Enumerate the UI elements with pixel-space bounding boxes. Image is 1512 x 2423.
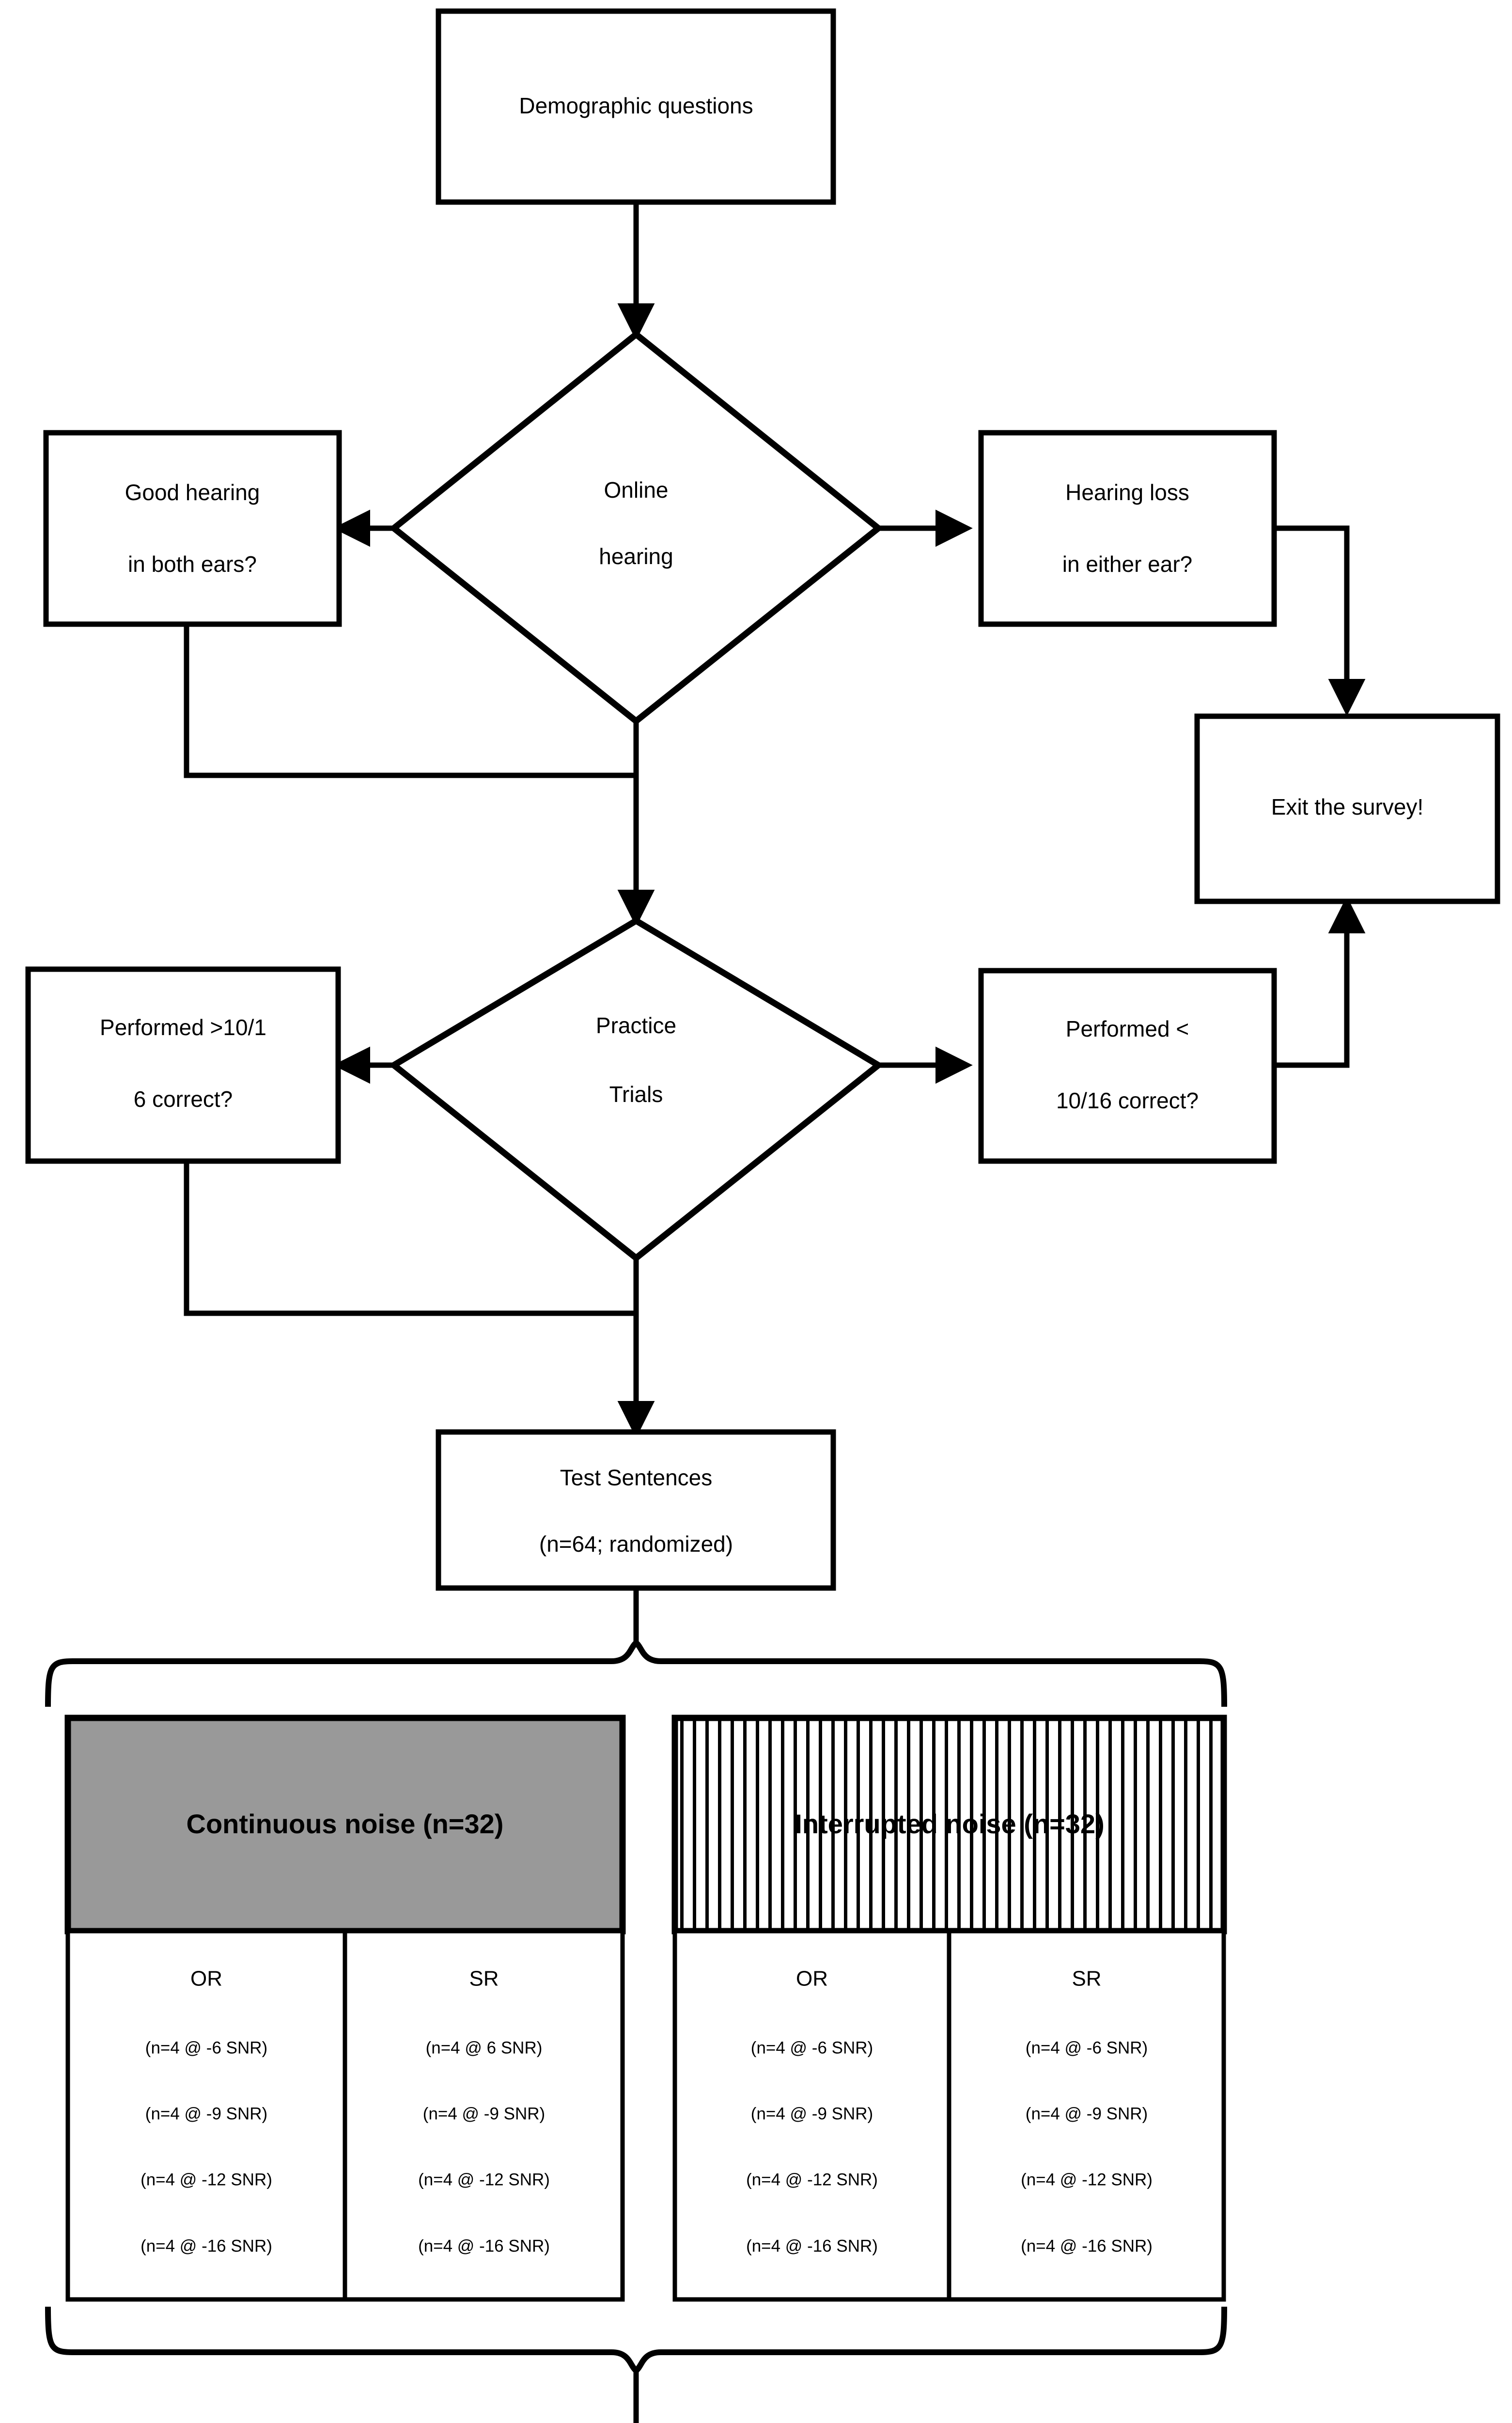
node-online-hearing-line1: Online bbox=[604, 477, 669, 503]
node-test-sentences-line1: Test Sentences bbox=[560, 1465, 713, 1490]
node-hearing-loss-line1: Hearing loss bbox=[1065, 480, 1189, 505]
interrupted-or-row-3: (n=4 @ -16 SNR) bbox=[746, 2236, 878, 2255]
node-hearing-loss-line2: in either ear? bbox=[1062, 551, 1193, 577]
node-exit-survey-label: Exit the survey! bbox=[1271, 794, 1423, 819]
node-practice-trials-line1: Practice bbox=[596, 1013, 676, 1038]
node-test-sentences-line2: (n=64; randomized) bbox=[539, 1531, 733, 1557]
node-performed-above-line2: 6 correct? bbox=[134, 1086, 233, 1112]
continuous-or-row-3: (n=4 @ -16 SNR) bbox=[140, 2236, 272, 2255]
interrupted-sr-row-0: (n=4 @ -6 SNR) bbox=[1026, 2038, 1148, 2057]
connector-hearing-loss-to-exit-survey bbox=[1274, 525, 1366, 716]
node-performed-below-line2: 10/16 correct? bbox=[1056, 1088, 1199, 1113]
continuous-or-column[interactable] bbox=[65, 1929, 347, 2302]
interrupted-or-row-0: (n=4 @ -6 SNR) bbox=[751, 2038, 873, 2057]
node-test-sentences[interactable]: Test Sentences (n=64; randomized) bbox=[436, 1429, 836, 1591]
node-hearing-loss[interactable]: Hearing loss in either ear? bbox=[978, 430, 1277, 627]
connector-performed-below-to-exit-survey bbox=[1274, 896, 1366, 1068]
continuous-or-column-header: OR bbox=[190, 1967, 222, 1991]
continuous-sr-row-3: (n=4 @ -16 SNR) bbox=[418, 2236, 550, 2255]
continuous-noise-header-label: Continuous noise (n=32) bbox=[187, 1809, 504, 1839]
node-exit-survey[interactable]: Exit the survey! bbox=[1194, 713, 1500, 904]
interrupted-sr-row-3: (n=4 @ -16 SNR) bbox=[1021, 2236, 1153, 2255]
node-performed-above-threshold[interactable]: Performed >10/1 6 correct? bbox=[25, 966, 341, 1164]
continuous-or-row-2: (n=4 @ -12 SNR) bbox=[140, 2170, 272, 2189]
node-good-hearing-line2: in both ears? bbox=[128, 551, 257, 577]
continuous-sr-column[interactable] bbox=[343, 1929, 625, 2302]
top-brace bbox=[45, 1639, 1227, 1707]
interrupted-or-row-2: (n=4 @ -12 SNR) bbox=[746, 2170, 878, 2189]
interrupted-noise-header-box[interactable] bbox=[671, 1715, 1227, 1935]
node-demographic-questions-label: Demographic questions bbox=[519, 93, 753, 118]
interrupted-sr-column[interactable] bbox=[947, 1929, 1226, 2302]
continuous-or-row-1: (n=4 @ -9 SNR) bbox=[145, 2104, 267, 2123]
node-performed-above-line1: Performed >10/1 bbox=[100, 1015, 266, 1040]
continuous-sr-column-header: SR bbox=[469, 1967, 499, 1991]
node-performed-below-threshold[interactable]: Performed < 10/16 correct? bbox=[978, 968, 1277, 1164]
connector-good-hearing-to-trunk bbox=[184, 624, 636, 778]
condition-block-interrupted: Interrupted noise (n=32) OR (n=4 @ -6 SN… bbox=[671, 1715, 1227, 2302]
connector-performed-above-to-trunk bbox=[184, 1161, 636, 1316]
interrupted-or-row-1: (n=4 @ -9 SNR) bbox=[751, 2104, 873, 2123]
interrupted-sr-column-header: SR bbox=[1072, 1967, 1101, 1991]
node-online-hearing-line2: hearing bbox=[599, 544, 673, 569]
interrupted-or-column[interactable] bbox=[672, 1929, 951, 2302]
node-online-hearing-decision[interactable]: Online hearing bbox=[389, 330, 884, 725]
bottom-brace bbox=[45, 2306, 1227, 2375]
interrupted-or-column-header: OR bbox=[796, 1967, 828, 1991]
node-good-hearing[interactable]: Good hearing in both ears? bbox=[43, 430, 342, 627]
node-practice-trials-decision[interactable]: Practice Trials bbox=[388, 917, 884, 1262]
node-demographic-questions[interactable]: Demographic questions bbox=[436, 8, 836, 205]
continuous-sr-row-0: (n=4 @ 6 SNR) bbox=[426, 2038, 543, 2057]
continuous-or-row-0: (n=4 @ -6 SNR) bbox=[145, 2038, 267, 2057]
condition-block-continuous: Continuous noise (n=32) OR (n=4 @ -6 SNR… bbox=[64, 1715, 626, 2302]
interrupted-noise-header-label: Interrupted noise (n=32) bbox=[795, 1809, 1104, 1839]
continuous-noise-header-box[interactable] bbox=[64, 1715, 626, 1935]
continuous-sr-row-2: (n=4 @ -12 SNR) bbox=[418, 2170, 550, 2189]
interrupted-sr-row-2: (n=4 @ -12 SNR) bbox=[1021, 2170, 1153, 2189]
node-performed-below-line1: Performed < bbox=[1066, 1016, 1189, 1041]
interrupted-sr-row-1: (n=4 @ -9 SNR) bbox=[1026, 2104, 1148, 2123]
node-practice-trials-line2: Trials bbox=[609, 1082, 663, 1107]
continuous-sr-row-1: (n=4 @ -9 SNR) bbox=[423, 2104, 545, 2123]
node-good-hearing-line1: Good hearing bbox=[125, 480, 260, 505]
